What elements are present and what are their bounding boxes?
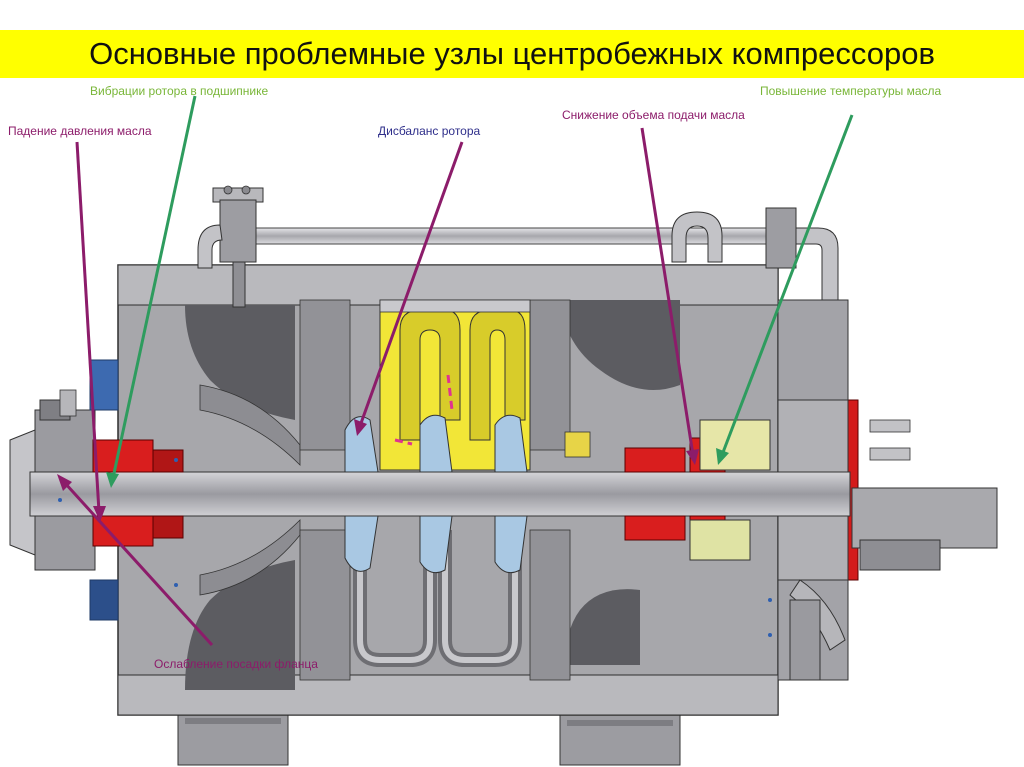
arrow-oil-supply (640, 127, 695, 456)
sensor-marks (58, 458, 772, 637)
arrow-oil-temperature (720, 114, 854, 456)
arrow-oil-pressure (75, 141, 101, 513)
rotor-shaft (29, 471, 851, 517)
oil-pipework (197, 185, 839, 371)
arrow-rotor-imbalance (358, 141, 464, 427)
label-rotor-imbalance: Дисбаланс ротора (378, 124, 481, 138)
label-flange-fit-loosening: Ослабление посадки фланца (154, 657, 318, 671)
label-oil-pressure-drop: Падение давления масла (8, 124, 152, 138)
arrow-flange-fit (62, 480, 214, 647)
thrust-bearing (564, 419, 771, 561)
impellers (344, 299, 531, 574)
compressor-feet (177, 709, 681, 766)
label-oil-supply-reduction: Снижение объема подачи масла (562, 108, 745, 122)
title-bar: Основные проблемные узлы центробежных ко… (0, 30, 1024, 78)
annotation-arrows (57, 95, 854, 647)
label-oil-temperature-rise: Повышение температуры масла (760, 84, 942, 98)
page-title: Основные проблемные узлы центробежных ко… (89, 36, 935, 71)
arrow-rotor-vibration (111, 95, 197, 479)
label-rotor-vibration: Вибрации ротора в подшипнике (90, 84, 269, 98)
